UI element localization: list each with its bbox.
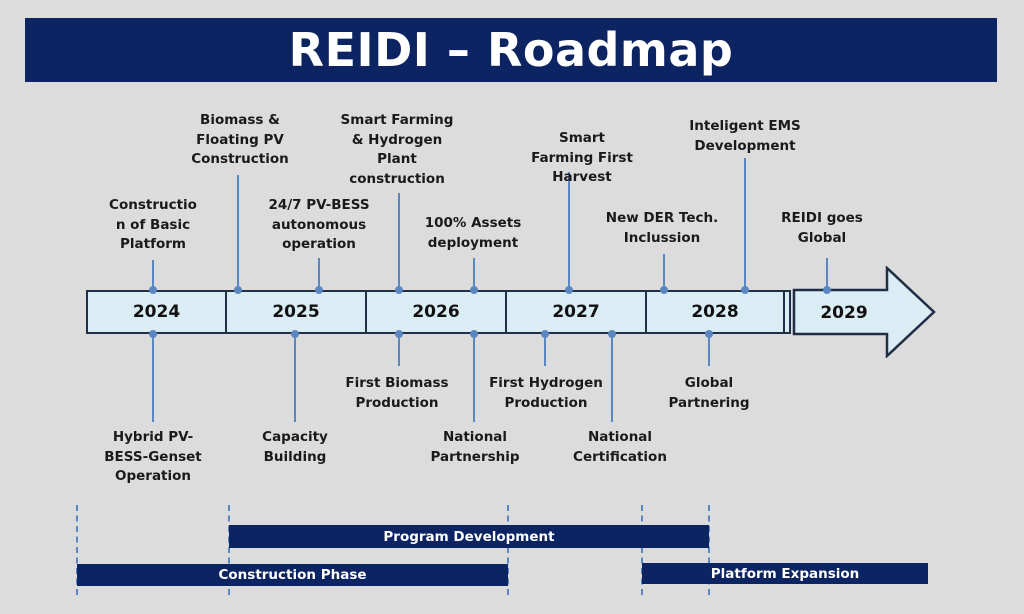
milestone-first-hydrogen: First Hydrogen Production (489, 375, 603, 411)
milestone-smart-farming-hydrogen: Smart Farming & Hydrogen Plant construct… (340, 112, 454, 187)
milestone-hybrid-operation: Hybrid PV- BESS-Genset Operation (104, 429, 202, 484)
marker-line (544, 334, 546, 366)
milestone-national-partnership: National Partnership (430, 429, 520, 465)
phase-divider (228, 505, 230, 595)
marker-dot (395, 330, 403, 338)
milestone-first-harvest: Smart Farming First Harvest (531, 130, 633, 185)
year-2025: 2025 (225, 290, 367, 334)
marker-line (568, 172, 570, 290)
marker-dot (470, 286, 478, 294)
marker-line (398, 334, 400, 366)
marker-dot (660, 286, 668, 294)
year-2027: 2027 (505, 290, 647, 334)
milestone-basic-platform: Constructio n of Basic Platform (109, 197, 197, 252)
marker-dot (395, 286, 403, 294)
phase-divider (76, 505, 78, 595)
marker-dot (565, 286, 573, 294)
milestone-national-certification: National Certification (573, 429, 667, 465)
marker-line (152, 334, 154, 422)
marker-line (294, 334, 296, 422)
milestone-reidi-global: REIDI goes Global (781, 210, 863, 246)
marker-dot (149, 330, 157, 338)
phase-program-development: Program Development (229, 525, 709, 548)
marker-line (744, 158, 746, 290)
phase-divider (708, 505, 710, 595)
marker-line (473, 334, 475, 422)
marker-dot (315, 286, 323, 294)
phase-construction: Construction Phase (77, 564, 508, 586)
year-2024: 2024 (86, 290, 227, 334)
marker-line (473, 258, 475, 290)
marker-dot (149, 286, 157, 294)
marker-dot (234, 286, 242, 294)
marker-dot (741, 286, 749, 294)
milestone-biomass-floating-pv: Biomass & Floating PV Construction (191, 112, 289, 167)
marker-dot (823, 286, 831, 294)
marker-dot (291, 330, 299, 338)
title-banner: REIDI – Roadmap (25, 18, 997, 82)
timeline-break (783, 290, 791, 334)
marker-line (318, 258, 320, 290)
milestone-der-inclusion: New DER Tech. Inclussion (605, 210, 719, 246)
milestone-global-partnering: Global Partnering (668, 375, 750, 411)
marker-dot (705, 330, 713, 338)
milestone-assets-deployment: 100% Assets deployment (424, 215, 522, 251)
page-title: REIDI – Roadmap (288, 23, 734, 77)
milestone-ems-development: Inteligent EMS Development (689, 118, 801, 154)
marker-line (611, 334, 613, 422)
phase-divider (507, 505, 509, 595)
marker-line (152, 260, 154, 290)
year-2026: 2026 (365, 290, 507, 334)
phase-divider (641, 505, 643, 595)
milestone-first-biomass: First Biomass Production (345, 375, 449, 411)
phase-platform-expansion: Platform Expansion (642, 563, 928, 584)
milestone-capacity-building: Capacity Building (262, 429, 328, 465)
year-2028: 2028 (645, 290, 785, 334)
marker-line (237, 175, 239, 290)
year-2029: 2029 (820, 303, 868, 323)
marker-line (663, 254, 665, 290)
marker-line (826, 258, 828, 290)
marker-dot (541, 330, 549, 338)
milestone-pv-bess-autonomous: 24/7 PV-BESS autonomous operation (268, 197, 370, 252)
marker-dot (608, 330, 616, 338)
marker-dot (470, 330, 478, 338)
marker-line (398, 193, 400, 290)
marker-line (708, 334, 710, 366)
